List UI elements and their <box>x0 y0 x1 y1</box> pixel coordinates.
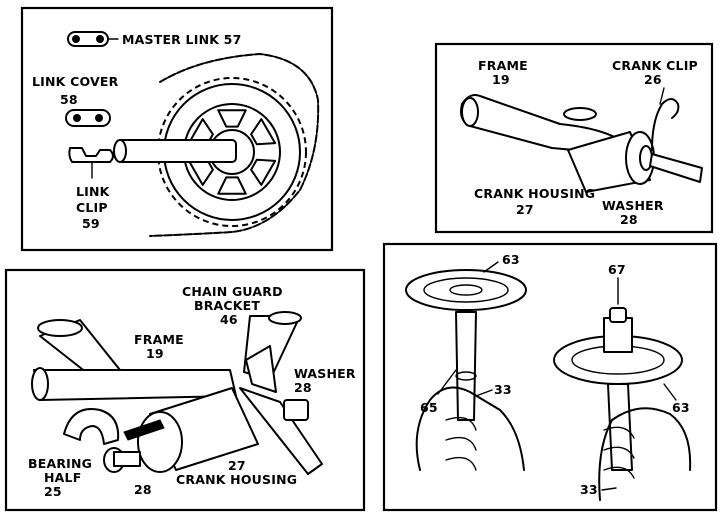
pedal-panel: 63 67 65 33 63 33 <box>382 242 718 512</box>
frame-assembly-panel-border <box>4 268 366 512</box>
master-link-drawing <box>67 31 119 47</box>
frame-drawing-assembly <box>31 311 323 475</box>
crank-housing-number-top: 27 <box>516 202 534 217</box>
part-63-right-label: 63 <box>672 400 690 415</box>
washer-number-assembly: 28 <box>294 380 312 395</box>
frame-number-top: 19 <box>492 72 510 87</box>
frame-number-assembly: 19 <box>146 346 164 361</box>
sprocket-window <box>217 176 247 195</box>
link-clip-number: 59 <box>82 216 100 231</box>
right-hand-drawing <box>598 407 692 501</box>
washer-label-top: WASHER <box>602 198 664 213</box>
sprocket-window <box>250 158 277 186</box>
crank-clip-label: CRANK CLIP <box>612 58 698 73</box>
sprocket-window <box>250 118 277 146</box>
crank-housing-number-assembly: 27 <box>228 458 246 473</box>
part-65-label: 65 <box>420 400 438 415</box>
chain-drawing <box>149 53 320 237</box>
left-hand-drawing <box>415 386 525 471</box>
part-33-left-label: 33 <box>494 382 512 397</box>
chain-guard-label-line1: CHAIN GUARD <box>182 284 283 299</box>
washer-number-top: 28 <box>620 212 638 227</box>
bearing-half-drawing <box>63 408 120 445</box>
chain-panel-border <box>20 6 334 252</box>
part-67-label: 67 <box>608 262 626 277</box>
crank-housing-drawing-top <box>567 131 703 193</box>
pedal-panel-border <box>382 242 718 512</box>
right-disc-drawing <box>553 307 683 471</box>
crank-housing-drawing-assembly <box>137 387 259 473</box>
bearing-half-number: 25 <box>44 484 62 499</box>
frame-label-assembly: FRAME <box>134 332 184 347</box>
chain-guard-number: 46 <box>220 312 238 327</box>
chain-panel: MASTER LINK 57 LINK COVER 58 LINK CLIP 5… <box>20 6 334 252</box>
link-cover-label: LINK COVER <box>32 74 119 89</box>
axle-drawing <box>103 419 165 473</box>
left-disc-drawing <box>405 269 527 421</box>
crank-housing-label-assembly: CRANK HOUSING <box>176 472 297 487</box>
crank-clip-panel: FRAME 19 CRANK CLIP 26 CRANK HOUSING 27 … <box>434 42 714 234</box>
sprocket-window <box>217 109 247 128</box>
master-link-label: MASTER LINK 57 <box>122 32 241 47</box>
chain-guard-label-line2: BRACKET <box>194 298 260 313</box>
link-cover-number: 58 <box>60 92 78 107</box>
washer-number-bottom: 28 <box>134 482 152 497</box>
sprocket-windows <box>187 109 277 195</box>
link-clip-label-line1: LINK <box>76 184 111 199</box>
link-clip-drawing <box>68 147 114 179</box>
part-33-bottom-label: 33 <box>580 482 598 497</box>
crank-clip-panel-border <box>434 42 714 234</box>
bearing-half-label-line2: HALF <box>44 470 81 485</box>
crank-housing-label-top: CRANK HOUSING <box>474 186 595 201</box>
frame-label-top: FRAME <box>478 58 528 73</box>
part-63-top-label: 63 <box>502 252 520 267</box>
washer-label-assembly: WASHER <box>294 366 356 381</box>
frame-assembly-panel: CHAIN GUARD BRACKET 46 FRAME 19 <box>4 268 366 512</box>
link-cover-drawing <box>65 109 111 127</box>
sprocket-drawing <box>113 77 307 227</box>
bearing-half-label-line1: BEARING <box>28 456 92 471</box>
crank-clip-number: 26 <box>644 72 662 87</box>
link-clip-label-line2: CLIP <box>76 200 108 215</box>
crank-clip-drawing <box>651 98 680 151</box>
